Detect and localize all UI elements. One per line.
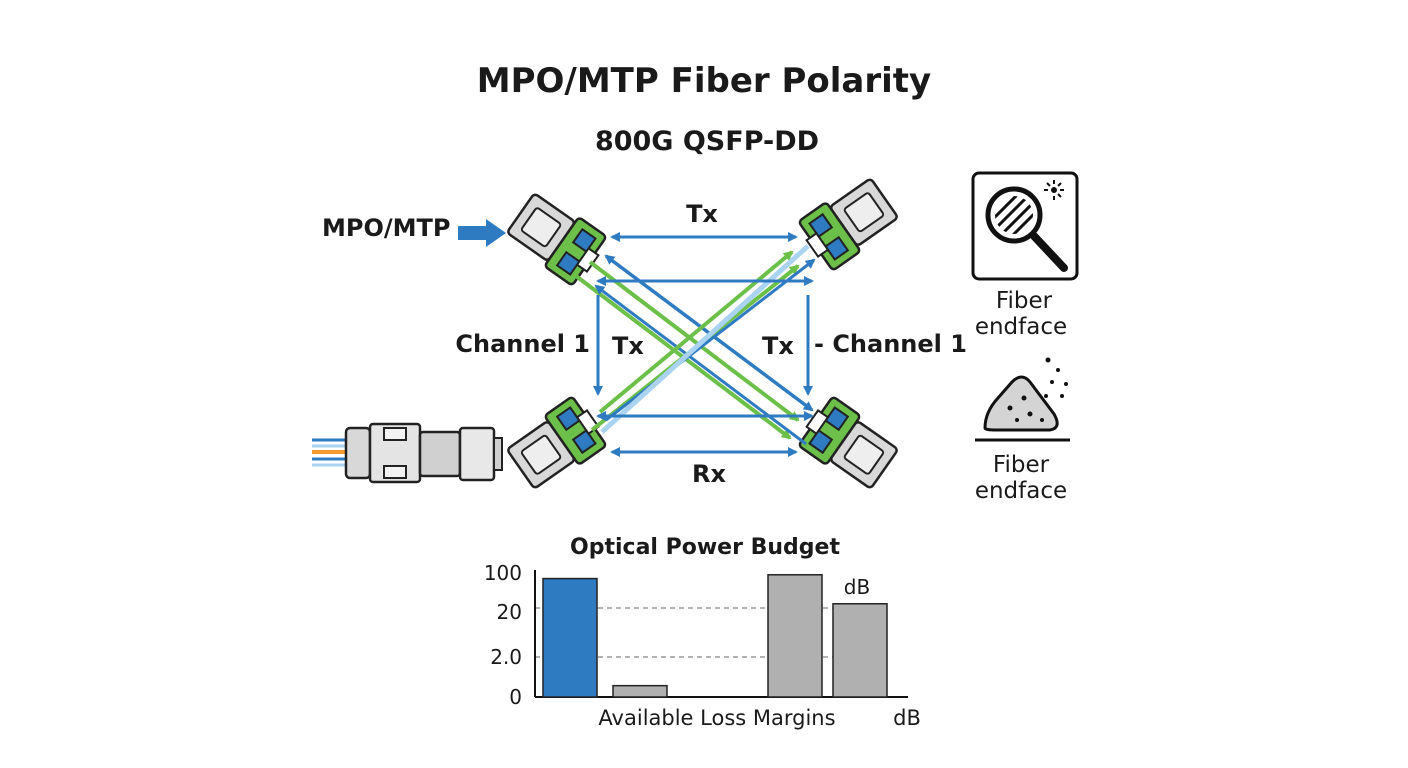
x-axis-label: Available Loss Margins — [598, 706, 835, 730]
mpo-cable-connector — [312, 422, 503, 484]
page-title: MPO/MTP Fiber Polarity — [477, 61, 931, 101]
link-lines — [593, 232, 814, 457]
y-tick-label: 0 — [509, 685, 522, 709]
chart-bar — [612, 684, 668, 698]
unit-label-bottom: dB — [893, 706, 921, 730]
y-tick-label: 100 — [484, 561, 522, 585]
y-tick-label: 20 — [497, 600, 522, 624]
page-subtitle: 800G QSFP-DD — [595, 126, 819, 157]
right-tx-label: Tx — [762, 332, 794, 360]
right-channel-label: - Channel 1 — [814, 330, 967, 358]
dust-pile-icon — [975, 357, 1070, 442]
contam-label-line1: Fiber — [993, 452, 1050, 478]
inspect-label-line1: Fiber — [996, 288, 1053, 314]
power-budget-chart: Optical Power Budget 100 20 2.0 0 dB Ava… — [484, 535, 921, 730]
connector-bottom-left — [502, 392, 612, 495]
chart-bar — [542, 577, 598, 698]
unit-label-top: dB — [844, 575, 870, 599]
rx-link-label: Rx — [692, 460, 726, 488]
input-arrow — [458, 219, 506, 247]
chart-title: Optical Power Budget — [570, 535, 840, 560]
bars-layer — [542, 574, 888, 698]
connector-top-left — [502, 187, 612, 290]
contam-label-line2: endface — [975, 478, 1067, 504]
inspect-label-line2: endface — [975, 314, 1067, 340]
y-tick-label: 2.0 — [490, 645, 522, 669]
magnifier-icon — [971, 171, 1079, 281]
chart-bar — [767, 574, 823, 698]
connector-top-right — [793, 172, 903, 275]
chart-bar — [832, 603, 888, 698]
tx-link-label: Tx — [686, 200, 718, 228]
left-channel-label: Channel 1 — [455, 330, 590, 358]
input-label: MPO/MTP — [322, 214, 450, 242]
left-tx-label: Tx — [612, 332, 644, 360]
